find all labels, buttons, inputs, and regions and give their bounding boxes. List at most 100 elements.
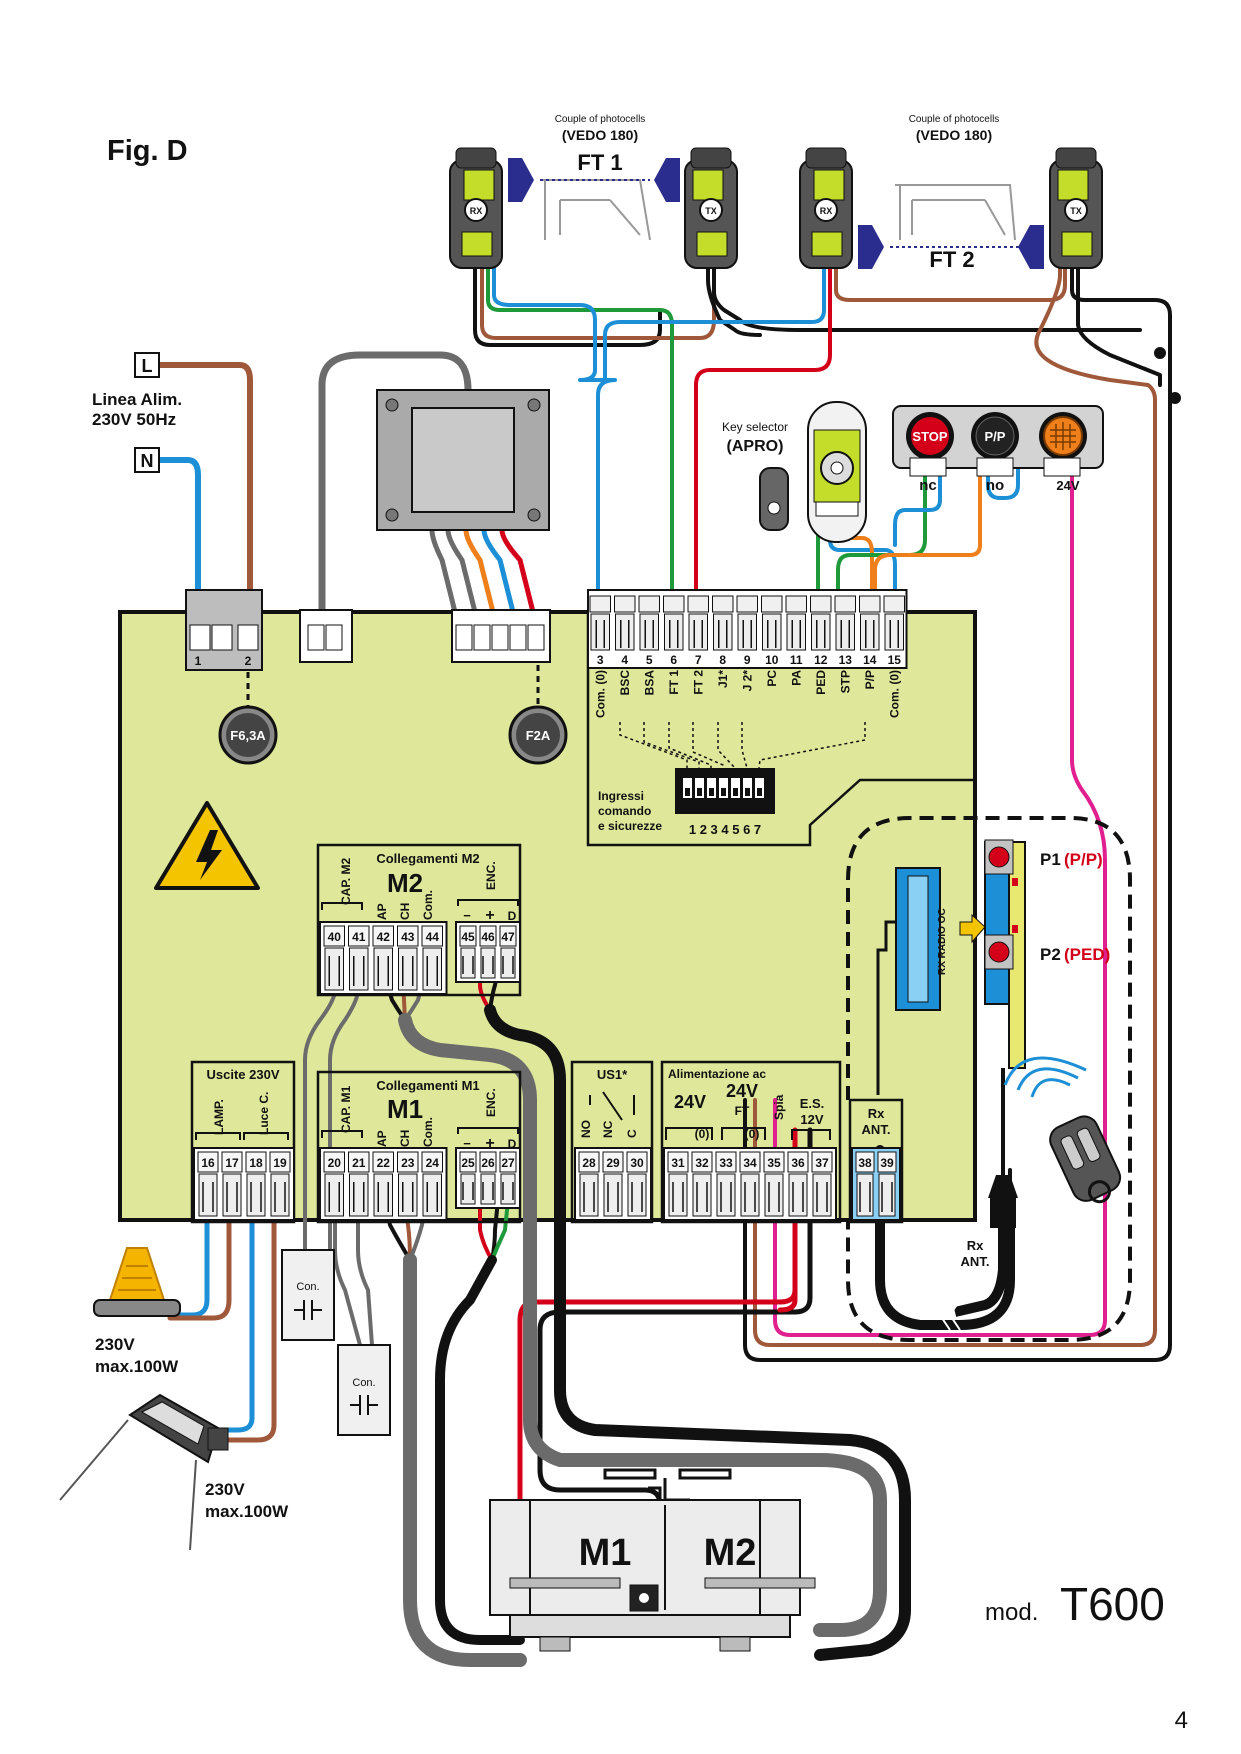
terminal-number: 44 (426, 930, 440, 944)
pp-button-label: P/P (985, 429, 1006, 444)
transformer-icon (376, 389, 550, 531)
m1-ch-label: CH (398, 1130, 412, 1147)
terminal: 21 (348, 1151, 370, 1217)
input-terminal-number: 5 (646, 653, 653, 667)
input-terminal-label: J 2* (740, 670, 754, 692)
input-terminal-number: 13 (839, 653, 853, 667)
capacitor-m1: Con. (337, 1344, 391, 1436)
terminal-number: 21 (352, 1156, 366, 1170)
radio-p2-function: (PED) (1064, 945, 1110, 964)
us1-no-label: NO (579, 1120, 593, 1138)
radio-connector: RX RADIO OC (876, 867, 948, 1095)
lamp-rating-1: 230V (95, 1335, 135, 1354)
terminal-number: 33 (719, 1156, 733, 1170)
ft1-label: FT 1 (577, 150, 622, 175)
terminal: 31 (667, 1151, 689, 1217)
terminal-number: 32 (695, 1156, 709, 1170)
lamp-rating-2: max.100W (95, 1357, 179, 1376)
supply-es-label-1: E.S. (800, 1096, 825, 1111)
radio-p1-function: (P/P) (1064, 850, 1103, 869)
terminal: 39 (877, 1151, 897, 1217)
m1-motor-label: M1 (387, 1094, 423, 1124)
terminal-number: 31 (671, 1156, 685, 1170)
key-icon (759, 467, 789, 531)
us1-nc-label: NC (601, 1120, 615, 1138)
terminal: 38 (855, 1151, 875, 1217)
terminal-number: 26 (481, 1156, 495, 1170)
motor-m2-label: M2 (704, 1532, 757, 1574)
insert-arrow-icon (959, 913, 986, 944)
terminal-number: 25 (461, 1156, 475, 1170)
input-terminal-label: P/P (863, 670, 877, 689)
terminal-number: 35 (767, 1156, 781, 1170)
input-terminal-number: 8 (719, 653, 726, 667)
m2-minus-label: − (463, 908, 471, 923)
input-terminal-label: PED (814, 670, 828, 695)
input-terminal-label: Com. (0) (593, 670, 607, 718)
radio-p1-label: P1 (1040, 850, 1061, 869)
m1-ap-label: AP (375, 1130, 389, 1147)
antenna-icon (938, 1068, 1018, 1331)
terminal: 24 (421, 1151, 443, 1217)
radio-module-label: RX RADIO OC (937, 908, 948, 975)
fuse-f2-label: F2A (526, 728, 551, 743)
terminal: 35 (763, 1151, 785, 1217)
supply-zero2-label: (0) (745, 1127, 760, 1141)
m2-com-label: Com. (421, 890, 435, 920)
photocell-rx-ft1: RX (449, 147, 503, 269)
supply-zero-label: (0) (695, 1127, 710, 1141)
capacitor-label: Con. (296, 1281, 319, 1293)
terminal-number: 47 (501, 930, 515, 944)
transformer-secondary-terminal (451, 609, 551, 663)
terminal-number: 17 (225, 1156, 239, 1170)
dip-caption-2: comando (598, 804, 651, 818)
m2-plus-label: + (485, 907, 494, 924)
antenna-cable-label-2: ANT. (961, 1254, 990, 1269)
dip-numbers: 1 2 3 4 5 6 7 (689, 822, 761, 837)
radio-module-area (846, 816, 1132, 1342)
input-terminal-number: 3 (597, 653, 604, 667)
wire-joints (1154, 347, 1181, 404)
nc-label: nc (919, 477, 937, 494)
output-lamp-label: LAMP. (212, 1099, 226, 1135)
m2-block-title: Collegamenti M2 (376, 851, 479, 866)
terminal-number: 39 (880, 1156, 894, 1170)
terminal: 46 (479, 925, 497, 979)
input-terminal-number: 6 (670, 653, 677, 667)
antenna-block-label-2: ANT. (862, 1122, 891, 1137)
terminal: 26 (479, 1151, 497, 1205)
dip-caption-1: Ingressi (598, 789, 644, 803)
terminal: 18 (245, 1151, 267, 1217)
input-terminal-label: J1* (716, 670, 730, 688)
power-terminal-block: 1 2 (185, 589, 263, 671)
terminal: 33 (715, 1151, 737, 1217)
terminal-number: 18 (249, 1156, 263, 1170)
photocell-tx-label: TX (1070, 206, 1082, 216)
terminal: 32 (691, 1151, 713, 1217)
figure-title: Fig. D (107, 135, 188, 167)
m2-ch-label: CH (398, 903, 412, 920)
terminal: 17 (221, 1151, 243, 1217)
photocell-tx-ft2: TX (1049, 147, 1103, 269)
fuse-f1-label: F6,3A (230, 728, 266, 743)
terminal: 45 (459, 925, 477, 979)
input-terminal-label: BSC (618, 670, 632, 696)
input-terminal-number: 11 (790, 653, 803, 667)
photocell-pair-caption-2: Couple of photocells (909, 114, 1000, 125)
terminal-number: 19 (273, 1156, 287, 1170)
supply-24vft-label-2: FT (735, 1104, 750, 1118)
m1-minus-label: − (463, 1136, 471, 1151)
key-selector-caption: Key selector (722, 420, 788, 434)
m2-motor-label: M2 (387, 868, 423, 898)
terminal: 47 (499, 925, 517, 979)
input-terminal-label: STP (838, 670, 852, 693)
input-terminal-number: 9 (744, 653, 751, 667)
